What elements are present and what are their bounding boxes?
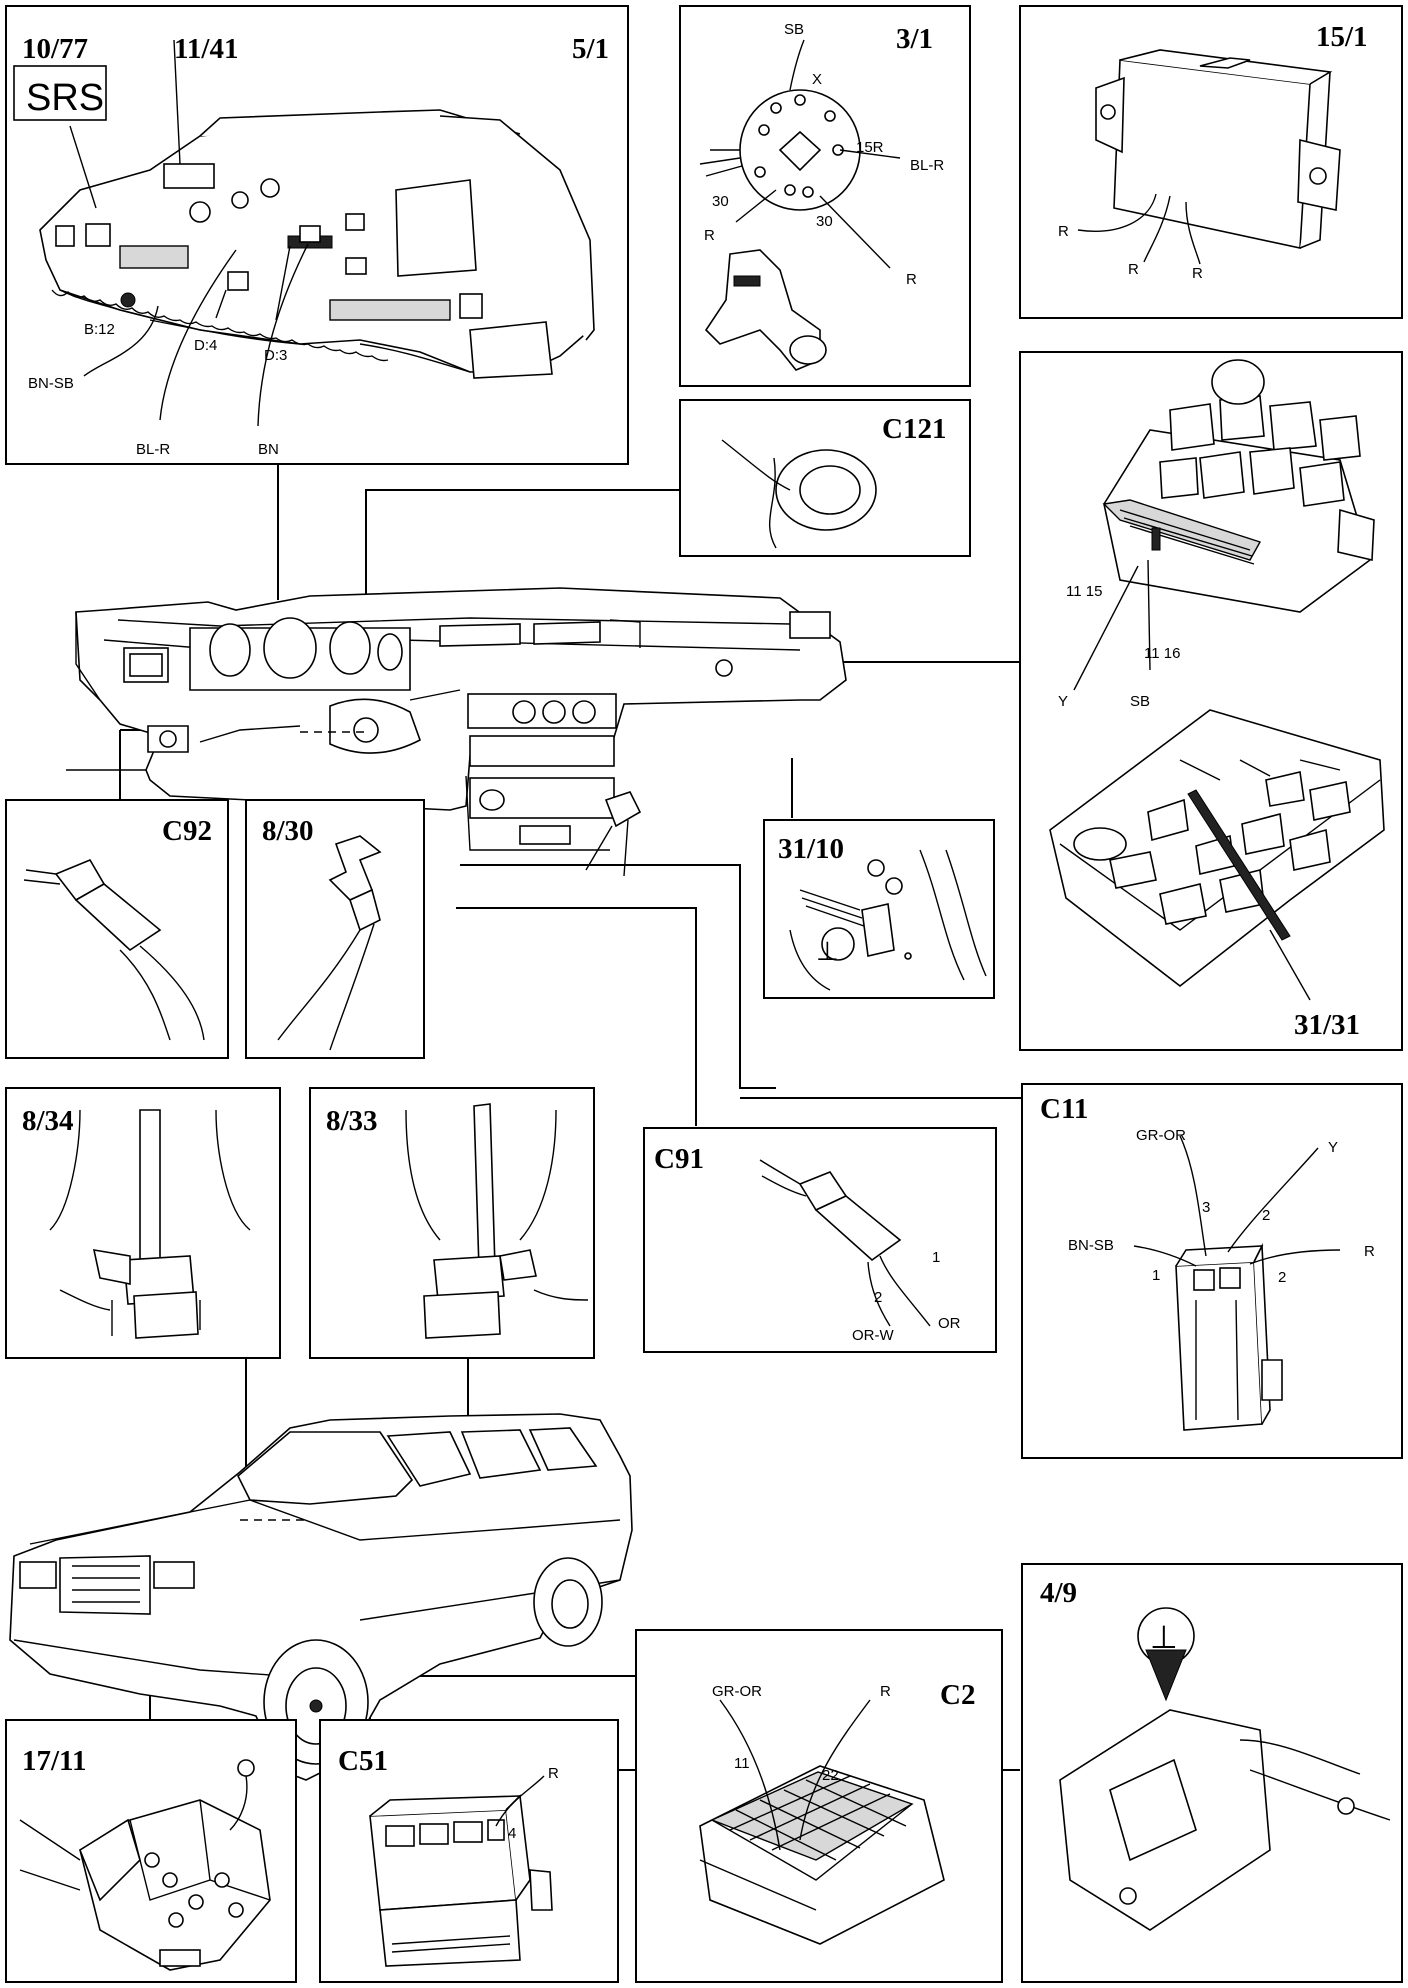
label-c91-1: 1 <box>932 1249 940 1266</box>
label-17-11: 17/11 <box>22 1745 86 1777</box>
label-c2-r: R <box>880 1683 891 1700</box>
label-c11-2a: 2 <box>1262 1207 1270 1224</box>
panel-c92 <box>5 799 229 1059</box>
label-3-1-sb: SB <box>784 21 804 38</box>
panel-8-34 <box>5 1087 281 1359</box>
label-d3: D:3 <box>264 347 287 364</box>
label-or-w: OR-W <box>852 1327 894 1344</box>
label-30-a: 30 <box>712 193 729 210</box>
panel-31-10 <box>763 819 995 999</box>
panel-8-30 <box>245 799 425 1059</box>
label-3-1-r-b: R <box>906 271 917 288</box>
label-c11-bn-sb: BN-SB <box>1068 1237 1114 1254</box>
label-31-10: 31/10 <box>778 833 844 865</box>
label-11-16: 11 16 <box>1144 645 1180 662</box>
label-c121: C121 <box>882 413 946 445</box>
label-15-1-r3: R <box>1192 265 1203 282</box>
label-31-31-sb: SB <box>1130 693 1150 710</box>
label-8-30: 8/30 <box>262 815 314 847</box>
panel-8-33 <box>309 1087 595 1359</box>
label-b12: B:12 <box>84 321 115 338</box>
panel-17-11 <box>5 1719 297 1983</box>
panel-15-1 <box>1019 5 1403 319</box>
srs-badge: SRS <box>26 77 104 119</box>
panel-5-1 <box>5 5 629 465</box>
label-c51: C51 <box>338 1745 388 1777</box>
label-5-1-bn-sb: BN-SB <box>28 375 74 392</box>
label-11-15: 11 15 <box>1066 583 1102 600</box>
label-c11-1: 1 <box>1152 1267 1160 1284</box>
label-3-1: 3/1 <box>896 23 933 55</box>
label-11-41: 11/41 <box>174 33 238 65</box>
label-8-33: 8/33 <box>326 1105 378 1137</box>
label-5-1-bl-r: BL-R <box>136 441 170 458</box>
panel-4-9 <box>1021 1563 1403 1983</box>
label-31-31: 31/31 <box>1294 1009 1360 1041</box>
label-c11-3: 3 <box>1202 1199 1210 1216</box>
label-c11-y: Y <box>1328 1139 1338 1156</box>
label-15-1-r1: R <box>1058 223 1069 240</box>
label-15r: 15R <box>856 139 884 156</box>
label-c2: C2 <box>940 1679 975 1711</box>
panel-31-31 <box>1019 351 1403 1051</box>
label-10-77: 10/77 <box>22 33 88 65</box>
label-c11: C11 <box>1040 1093 1088 1125</box>
panel-c91 <box>643 1127 997 1353</box>
label-15-1-r2: R <box>1128 261 1139 278</box>
dashboard-drawing <box>66 587 847 877</box>
label-c2-gr-or: GR-OR <box>712 1683 762 1700</box>
panel-c2 <box>635 1629 1003 1983</box>
label-3-1-x: X <box>812 71 822 88</box>
ground-symbol-4-9: ⊥ <box>1150 1618 1178 1656</box>
panel-c11 <box>1021 1083 1403 1459</box>
label-c11-gr-or: GR-OR <box>1136 1127 1186 1144</box>
label-3-1-r-a: R <box>704 227 715 244</box>
label-c91-2: 2 <box>874 1289 882 1306</box>
label-5-1: 5/1 <box>572 33 609 65</box>
label-or: OR <box>938 1315 961 1332</box>
label-d4: D:4 <box>194 337 217 354</box>
panel-3-1 <box>679 5 971 387</box>
label-c51-4: 4 <box>508 1825 516 1842</box>
label-15-1: 15/1 <box>1316 21 1368 53</box>
ground-symbol-31-10: ⊥ <box>816 937 839 967</box>
labels: 10/77 SRS 11/41 5/1 B:12 BN-SB D:4 D:3 B… <box>22 21 1375 1842</box>
label-c2-11: 11 <box>734 1755 750 1772</box>
label-4-9: 4/9 <box>1040 1577 1077 1609</box>
panel-c51 <box>319 1719 619 1983</box>
label-c91: C91 <box>654 1143 704 1175</box>
label-8-34: 8/34 <box>22 1105 74 1137</box>
panel-c121 <box>679 399 971 557</box>
label-bn: BN <box>258 441 279 458</box>
label-3-1-bl-r: BL-R <box>910 157 944 174</box>
label-c51-r: R <box>548 1765 559 1782</box>
label-30-b: 30 <box>816 213 833 230</box>
label-c92: C92 <box>162 815 212 847</box>
label-c2-22: 22 <box>822 1767 839 1784</box>
label-31-31-y: Y <box>1058 693 1068 710</box>
car-drawing <box>9 1413 633 1781</box>
label-c11-2b: 2 <box>1278 1269 1286 1286</box>
label-c11-r: R <box>1364 1243 1375 1260</box>
